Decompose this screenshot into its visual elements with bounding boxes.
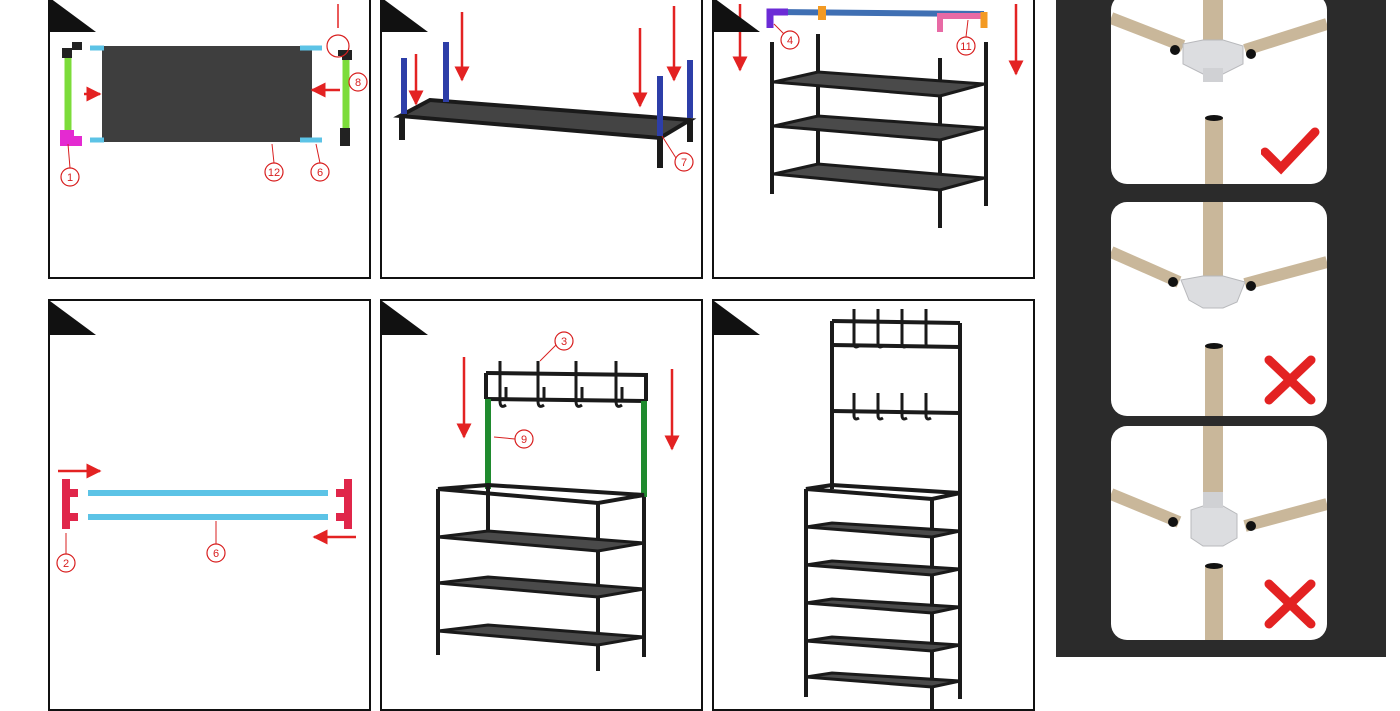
step-6-panel: 6 [712,299,1035,711]
callout-2: 2 [56,533,76,573]
shelf-fabric [102,46,312,142]
svg-text:2: 2 [63,558,69,570]
callout-12: 12 [264,143,284,182]
step-1-panel: 1 12 6 8 1 [48,0,371,279]
step-corner-4 [50,301,96,335]
step-number-5: 5 [388,683,400,706]
svg-text:11: 11 [960,41,971,53]
step-number-4: 4 [56,683,68,706]
step-1-illustration: 1 12 6 8 [60,4,368,187]
step-2-illustration: 7 [393,6,697,172]
svg-text:6: 6 [213,548,219,560]
step-number-6: 6 [720,683,732,706]
svg-text:8: 8 [355,77,361,89]
connector-black [62,42,82,58]
step-3-illustration: 4 11 [732,4,1024,228]
step-number-3: 3 [720,251,732,274]
step-corner-5 [382,301,428,335]
svg-text:4: 4 [787,35,793,47]
callout-11: 11 [956,19,976,56]
callout-8: 8 [348,72,368,92]
step-corner-1 [50,0,96,32]
connector-card-correct [1111,0,1327,184]
svg-text:7: 7 [681,157,687,169]
step-corner-6 [714,301,760,335]
step-number-2: 2 [388,251,400,274]
svg-text:3: 3 [561,336,567,348]
step-5-illustration: 3 9 [436,331,680,671]
callout-6: 6 [310,143,330,182]
svg-text:12: 12 [268,167,280,179]
step-corner-3 [714,0,760,32]
callout-1: 1 [60,143,80,187]
callout-6: 6 [206,521,226,563]
connector-card-incorrect [1111,202,1327,416]
step-3-panel: 4 11 3 [712,0,1035,279]
callout-9: 9 [493,429,534,449]
step-5-panel: 3 9 5 [380,299,703,711]
step-6-illustration [804,309,962,709]
callout-4: 4 [773,23,800,50]
step-number-1: 1 [56,251,68,274]
step-2-panel: 7 2 [380,0,703,279]
connector-card-incorrect [1111,426,1327,640]
callout-7: 7 [661,135,694,172]
step-corner-2 [382,0,428,32]
step-4-illustration: 2 6 [56,463,356,573]
connector-check-panel [1056,0,1386,657]
svg-text:9: 9 [521,434,527,446]
svg-text:6: 6 [317,167,323,179]
cross-icon [1264,355,1316,405]
connector-1 [60,130,82,146]
svg-text:1: 1 [67,172,73,184]
connector-black [340,128,350,146]
step-4-panel: 2 6 4 [48,299,371,711]
callout-3: 3 [539,331,574,362]
check-icon [1261,127,1320,175]
cross-icon [1264,579,1316,629]
